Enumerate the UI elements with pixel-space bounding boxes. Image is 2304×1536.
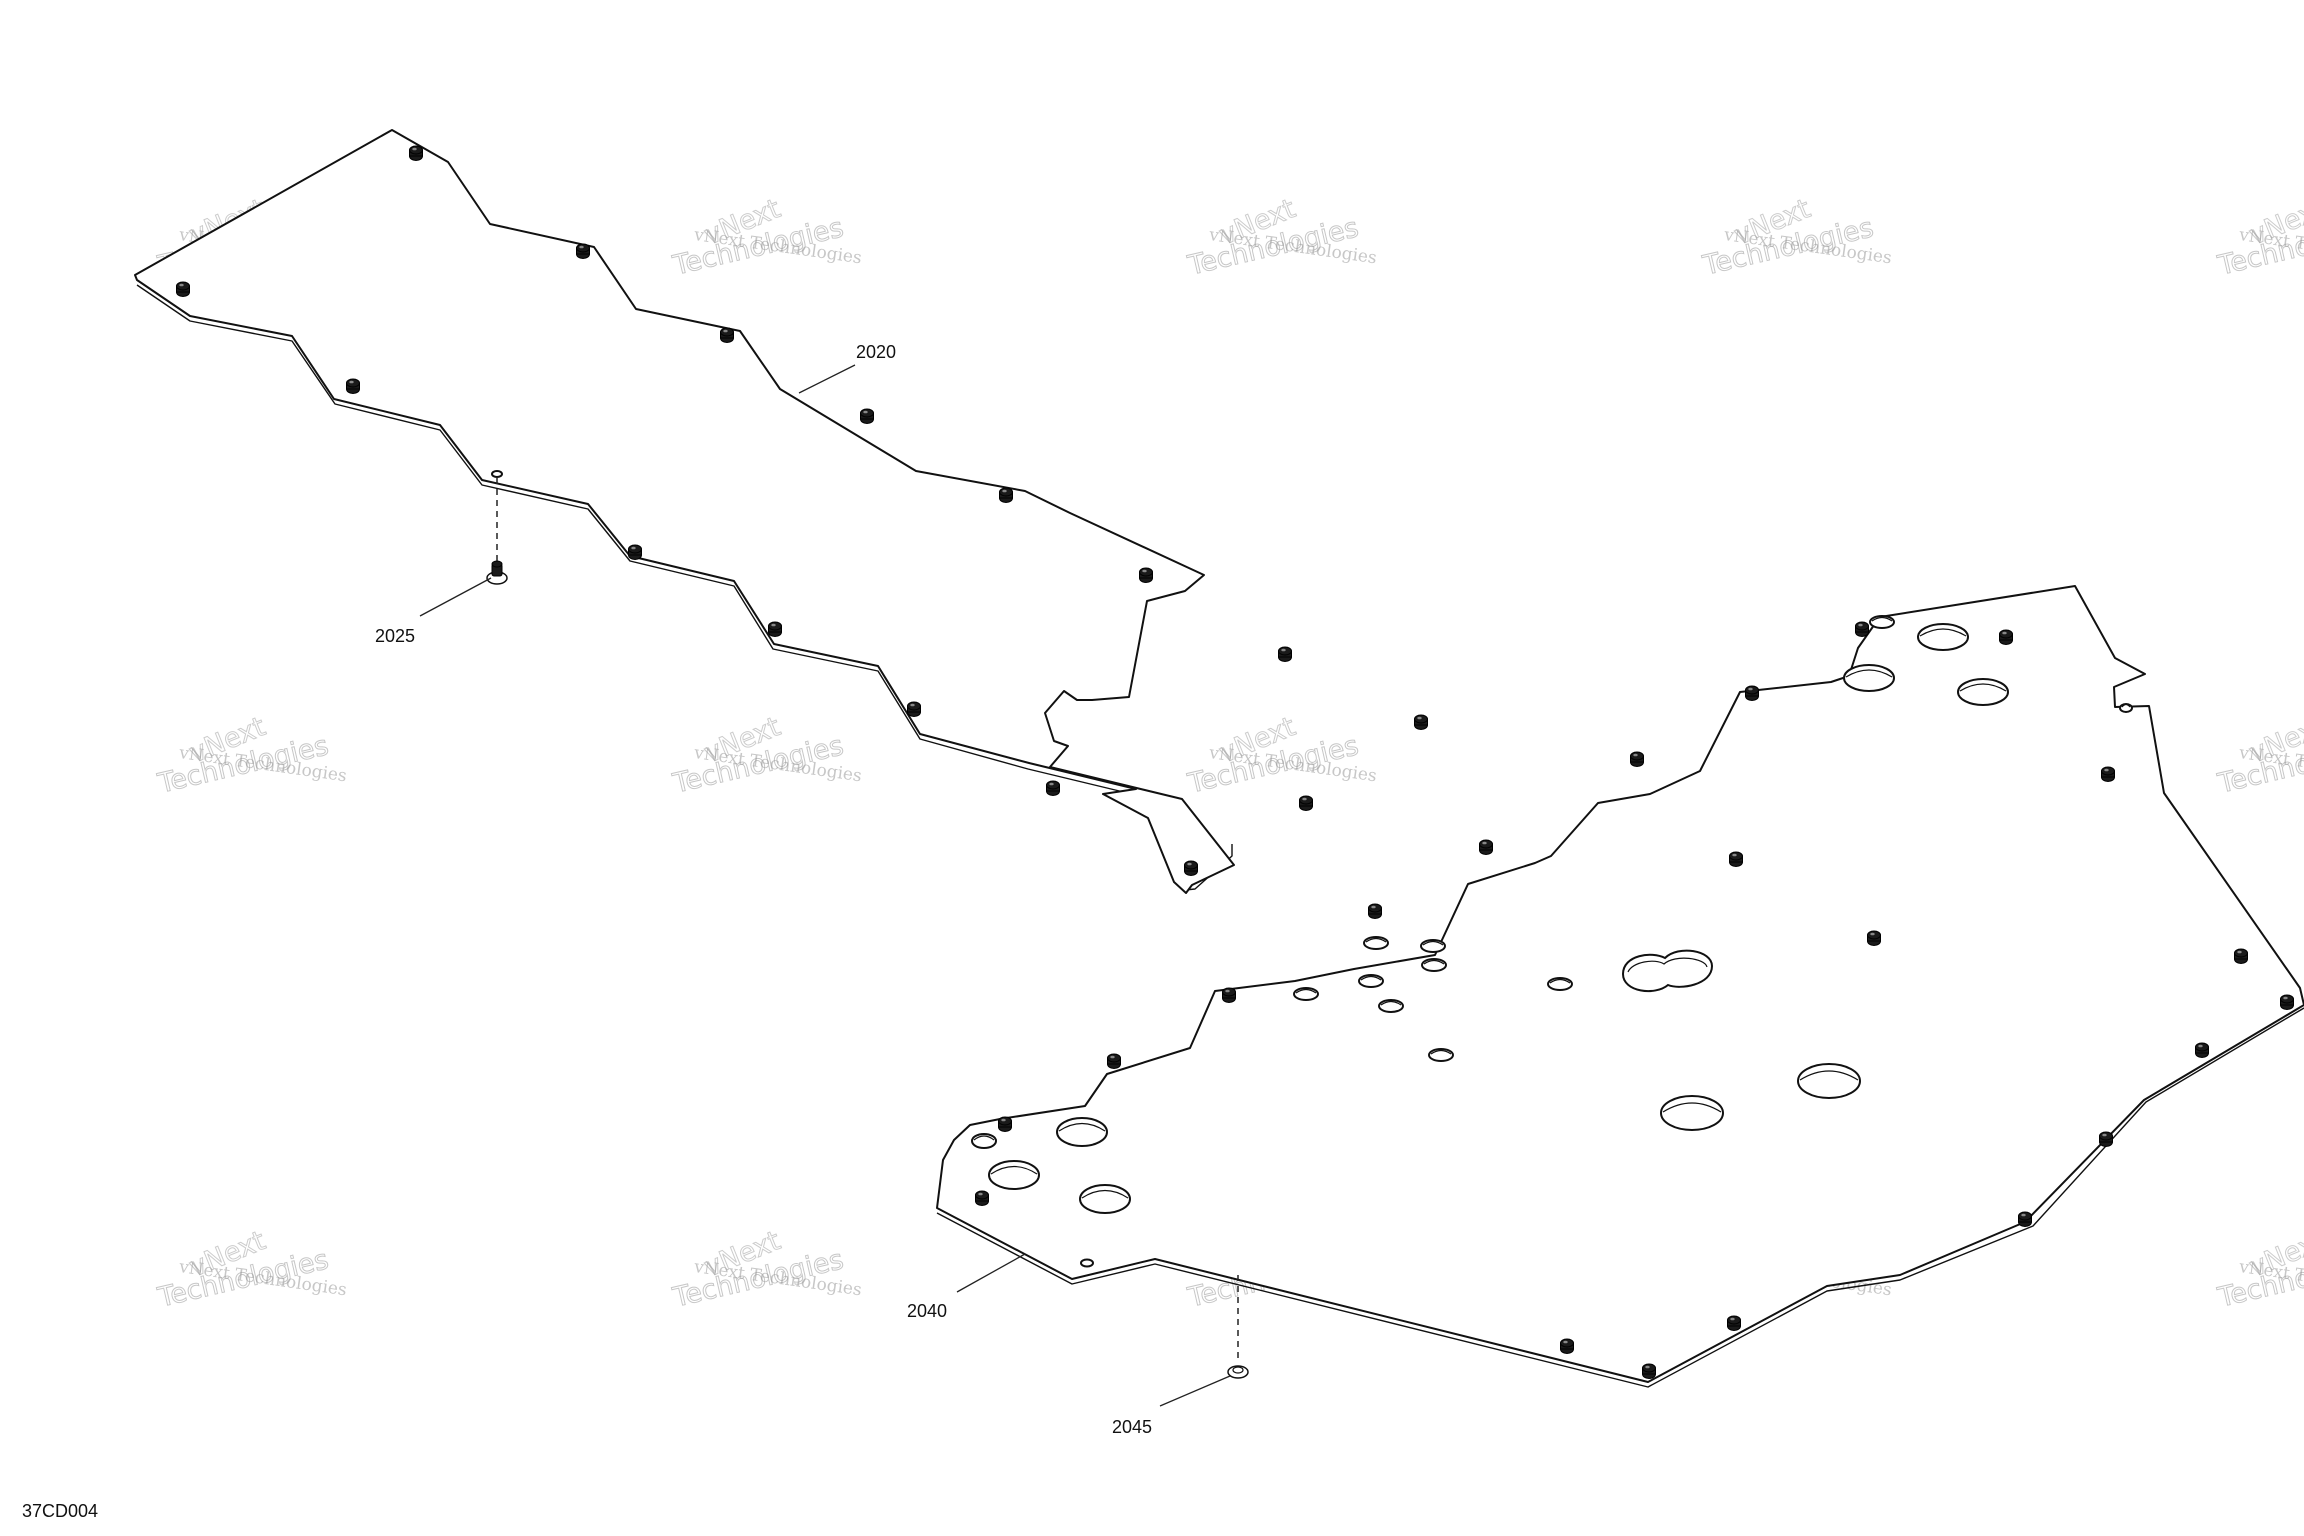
cutout-hole [1917, 623, 1969, 651]
bolt-icon [1479, 839, 1493, 855]
exploded-fastener-2045[interactable] [1227, 1275, 1249, 1379]
cutout-hole [1843, 664, 1895, 692]
cutout-hole [1079, 1184, 1131, 1214]
callout-2025: 2025 [375, 626, 415, 646]
bolt-icon [1299, 795, 1313, 811]
bolt-icon [975, 1190, 989, 1206]
bolt-icon [1107, 1053, 1121, 1069]
cutout-hole [1547, 977, 1573, 991]
cutout-hole [1421, 958, 1447, 972]
bolt-icon [409, 145, 423, 161]
cutout-hole [1293, 987, 1319, 1001]
cutout-hole [1869, 615, 1895, 629]
bolt-icon [1139, 567, 1153, 583]
bolt-icon [1727, 1315, 1741, 1331]
leader-line-2025 [419, 577, 492, 617]
cutout-hole [1797, 1063, 1861, 1099]
leader-line-2040 [956, 1253, 1026, 1293]
bolt-icon [2018, 1211, 2032, 1227]
cutout-hole [988, 1160, 1040, 1190]
cutout-hole [971, 1133, 997, 1149]
bolt-icon [1278, 646, 1292, 662]
cutout-hole [1428, 1048, 1454, 1062]
bolt-icon [768, 621, 782, 637]
cutout-hole [1378, 999, 1404, 1013]
cutout-hole [1420, 939, 1446, 953]
bolt-icon [176, 281, 190, 297]
callout-2045: 2045 [1112, 1417, 1152, 1437]
cutout-hole [1358, 974, 1384, 988]
double-cutout-hole [1621, 949, 1714, 993]
bolt-icon [1630, 751, 1644, 767]
bolt-icon [998, 1116, 1012, 1132]
callout-2040: 2040 [907, 1301, 947, 1321]
cutout-hole [1056, 1117, 1108, 1147]
bolt-icon [1642, 1363, 1656, 1379]
bolt-icon [1560, 1338, 1574, 1354]
bolt-icon [1855, 621, 1869, 637]
cutout-hole [1957, 678, 2009, 706]
upper-skid-plate[interactable] [134, 129, 1428, 894]
bolt-icon [1867, 930, 1881, 946]
bolt-icon [1368, 903, 1382, 919]
leader-line-2020 [798, 364, 856, 394]
cutout-hole [2119, 703, 2133, 713]
bolt-icon [999, 487, 1013, 503]
bolt-icon [1745, 685, 1759, 701]
bolt-icon [346, 378, 360, 394]
cutout-hole [1660, 1095, 1724, 1131]
bolt-icon [907, 701, 921, 717]
drawing-reference: 37CD004 [22, 1501, 98, 1521]
mount-hole [491, 470, 503, 478]
bolt-icon [1999, 629, 2013, 645]
bolt-icon [1729, 851, 1743, 867]
lower-skid-plate[interactable] [936, 585, 2304, 1388]
bolt-icon [2234, 948, 2248, 964]
bolt-icon [2280, 994, 2294, 1010]
leader-line-2045 [1159, 1375, 1231, 1407]
bolt-icon [1184, 860, 1198, 876]
cutout-hole [1363, 936, 1389, 950]
bolt-icon [2195, 1042, 2209, 1058]
callout-2020: 2020 [856, 342, 896, 362]
bolt-icon [1222, 987, 1236, 1003]
bolt-icon [720, 327, 734, 343]
bolt-icon [1046, 780, 1060, 796]
mount-hole [1080, 1258, 1094, 1268]
bolt-icon [2099, 1131, 2113, 1147]
exploded-fastener-2025[interactable] [486, 478, 508, 585]
bolt-icon [576, 243, 590, 259]
bolt-icon [1414, 714, 1428, 730]
bolt-icon [2101, 766, 2115, 782]
bolt-icon [628, 544, 642, 560]
bolt-icon [860, 408, 874, 424]
